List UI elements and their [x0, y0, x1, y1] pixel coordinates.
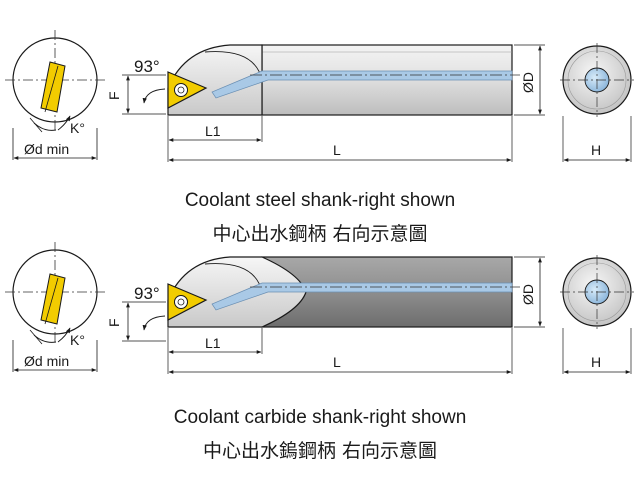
approach-angle-label: 93° [134, 284, 160, 303]
carbide-caption-zh: 中心出水鎢鋼柄 右向示意圖 [202, 440, 438, 462]
d-min-label: Ød min [24, 141, 69, 157]
tool-side-view: 93° F L1 L ØD [106, 256, 545, 374]
h-dimension-label: H [591, 354, 601, 370]
od-dimension-label: ØD [520, 284, 536, 305]
steel-caption-zh: 中心出水鋼柄 右向示意圖 [212, 223, 428, 245]
l-dimension-label: L [333, 354, 341, 370]
l-dimension-label: L [333, 142, 341, 158]
l1-dimension-label: L1 [205, 123, 221, 139]
shank-end-view: H [560, 255, 634, 374]
k-angle-label: K° [70, 120, 85, 136]
insert-side-view [40, 273, 66, 325]
bore-section-view: K° Ød min [5, 30, 105, 160]
steel-caption-en: Coolant steel shank-right shown [184, 190, 456, 211]
steel-shank-diagram: K° Ød min 93° [5, 30, 634, 162]
d-min-label: Ød min [24, 353, 69, 369]
insert-side-view [40, 61, 66, 113]
carbide-shank-diagram: K° Ød min 93° F L1 [5, 242, 634, 374]
bore-section-view: K° Ød min [5, 242, 105, 372]
carbide-caption-en: Coolant carbide shank-right shown [173, 407, 467, 428]
od-dimension-label: ØD [520, 72, 536, 93]
f-dimension-label: F [106, 318, 122, 327]
l1-dimension-label: L1 [205, 335, 221, 351]
h-dimension-label: H [591, 142, 601, 158]
coolant-channel [211, 282, 513, 311]
k-angle-label: K° [70, 332, 85, 348]
shank-end-view: H [560, 43, 634, 162]
f-dimension-label: F [106, 91, 122, 100]
tool-head [167, 256, 307, 328]
approach-angle-label: 93° [134, 57, 160, 76]
coolant-channel [211, 70, 513, 99]
tool-side-view: 93° F L1 L ØD [106, 44, 545, 162]
